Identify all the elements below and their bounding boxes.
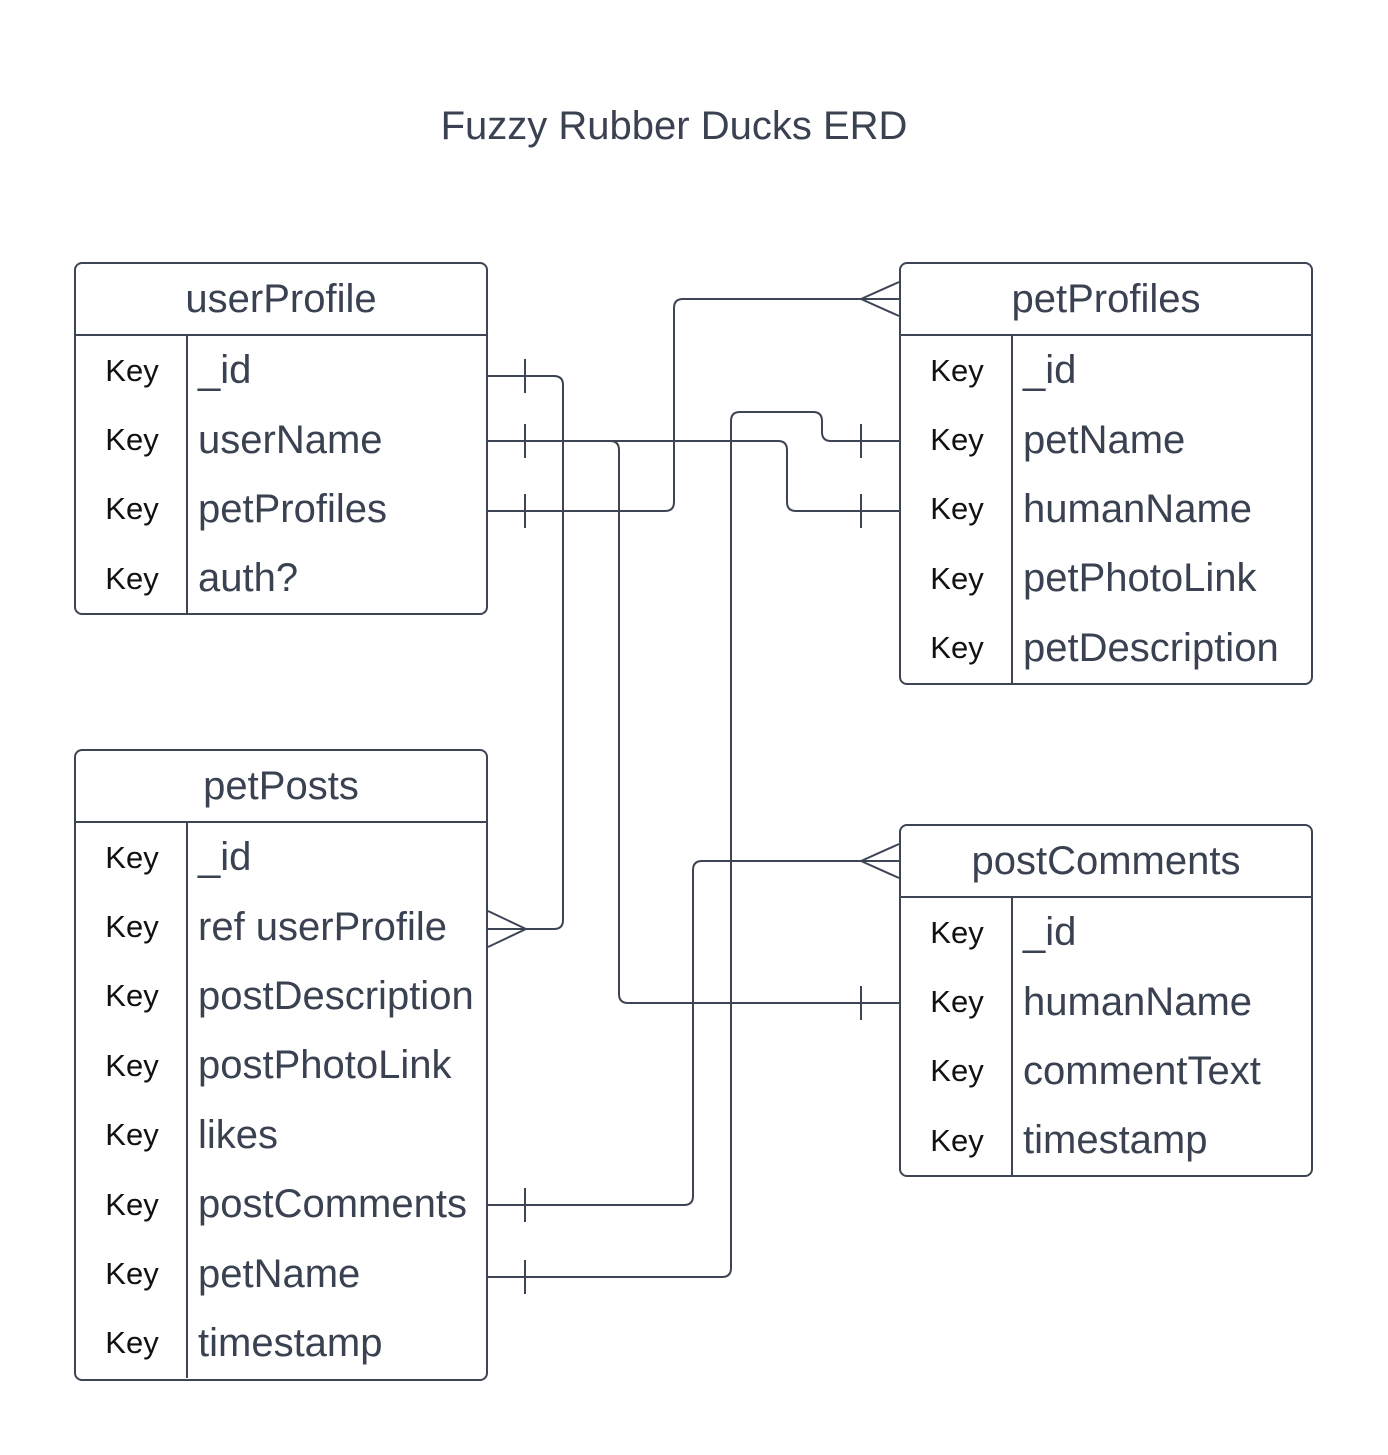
- attribute-row[interactable]: Key _id: [76, 336, 486, 405]
- field-name: petProfiles: [198, 486, 387, 531]
- diagram-title: Fuzzy Rubber Ducks ERD: [440, 104, 908, 148]
- attribute-row[interactable]: Key petName: [76, 1239, 486, 1308]
- attribute-row[interactable]: Key commentText: [901, 1037, 1311, 1106]
- attribute-row[interactable]: Key postPhotoLink: [76, 1031, 486, 1100]
- relationship-username-to-petprofiles-humanname[interactable]: [488, 424, 899, 528]
- attribute-row[interactable]: Key likes: [76, 1101, 486, 1170]
- attribute-row[interactable]: Key humanName: [901, 967, 1311, 1036]
- attribute-row[interactable]: Key postDescription: [76, 962, 486, 1031]
- field-name: postDescription: [198, 973, 474, 1018]
- attribute-row[interactable]: Key petProfiles: [76, 475, 486, 544]
- field-name: commentText: [1023, 1048, 1261, 1093]
- entity-pet-posts[interactable]: petPosts Key _id Key ref userProfile Key…: [74, 749, 488, 1381]
- field-name: humanName: [1023, 979, 1253, 1024]
- key-label: Key: [105, 839, 159, 875]
- key-label: Key: [930, 352, 984, 388]
- attribute-row[interactable]: Key petPhotoLink: [901, 544, 1311, 613]
- field-name: _id: [198, 835, 252, 880]
- key-label: Key: [105, 422, 159, 458]
- key-label: Key: [930, 630, 984, 666]
- relationship-username-to-postcomments-humanname[interactable]: [525, 440, 899, 1020]
- entity-attributes: Key _id Key ref userProfile Key postDesc…: [76, 823, 486, 1379]
- entity-user-profile[interactable]: userProfile Key _id Key userName Key pet…: [74, 262, 488, 615]
- key-label: Key: [105, 560, 159, 596]
- relationship-petposts-petname-to-petprofiles-petname[interactable]: [488, 411, 899, 1294]
- field-name: humanName: [1023, 486, 1253, 531]
- attribute-row[interactable]: Key timestamp: [901, 1106, 1311, 1175]
- field-name: petName: [198, 1251, 361, 1296]
- attribute-row[interactable]: Key petDescription: [901, 614, 1311, 683]
- entity-attributes: Key _id Key humanName Key commentText Ke…: [901, 898, 1311, 1175]
- key-label: Key: [105, 978, 159, 1014]
- key-label: Key: [105, 1325, 159, 1361]
- attribute-row[interactable]: Key auth?: [76, 544, 486, 613]
- attribute-row[interactable]: Key _id: [901, 898, 1311, 967]
- entity-title: postComments: [901, 826, 1311, 898]
- field-name: petDescription: [1023, 625, 1279, 670]
- field-name: ref userProfile: [198, 904, 447, 949]
- relationship-userprofile-id-to-petposts-ref[interactable]: [487, 359, 564, 948]
- attribute-row[interactable]: Key ref userProfile: [76, 892, 486, 961]
- field-name: petName: [1023, 417, 1186, 462]
- key-label: Key: [930, 1122, 984, 1158]
- key-label: Key: [105, 909, 159, 945]
- entity-title: petProfiles: [901, 264, 1311, 336]
- field-name: _id: [198, 348, 252, 393]
- key-label: Key: [930, 914, 984, 950]
- attribute-row[interactable]: Key _id: [76, 823, 486, 892]
- field-name: likes: [198, 1112, 279, 1157]
- field-name: auth?: [198, 556, 299, 601]
- entity-title: petPosts: [76, 751, 486, 823]
- key-label: Key: [105, 491, 159, 527]
- entity-title: userProfile: [76, 264, 486, 336]
- attribute-row[interactable]: Key humanName: [901, 475, 1311, 544]
- key-label: Key: [105, 1186, 159, 1222]
- key-label: Key: [930, 422, 984, 458]
- relationship-petposts-postcomments-to-postcomments[interactable]: [488, 843, 900, 1222]
- field-name: petPhotoLink: [1023, 556, 1257, 601]
- key-label: Key: [930, 560, 984, 596]
- field-name: timestamp: [1023, 1118, 1208, 1163]
- key-label: Key: [105, 1117, 159, 1153]
- entity-post-comments[interactable]: postComments Key _id Key humanName Key c…: [899, 824, 1313, 1177]
- entity-attributes: Key _id Key userName Key petProfiles Key…: [76, 336, 486, 613]
- field-name: timestamp: [198, 1320, 383, 1365]
- entity-attributes: Key _id Key petName Key humanName Key pe…: [901, 336, 1311, 683]
- key-label: Key: [105, 1256, 159, 1292]
- field-name: _id: [1023, 348, 1077, 393]
- entity-pet-profiles[interactable]: petProfiles Key _id Key petName Key huma…: [899, 262, 1313, 685]
- attribute-row[interactable]: Key petName: [901, 405, 1311, 474]
- attribute-row[interactable]: Key timestamp: [76, 1309, 486, 1378]
- key-label: Key: [105, 1047, 159, 1083]
- key-label: Key: [930, 1053, 984, 1089]
- key-label: Key: [930, 984, 984, 1020]
- field-name: _id: [1023, 910, 1077, 955]
- field-name: userName: [198, 417, 383, 462]
- relationship-userprofile-petprofiles-to-petprofiles[interactable]: [488, 281, 900, 528]
- attribute-row[interactable]: Key postComments: [76, 1170, 486, 1239]
- field-name: postPhotoLink: [198, 1043, 452, 1088]
- field-name: postComments: [198, 1182, 467, 1227]
- attribute-row[interactable]: Key _id: [901, 336, 1311, 405]
- key-label: Key: [105, 352, 159, 388]
- attribute-row[interactable]: Key userName: [76, 405, 486, 474]
- key-label: Key: [930, 491, 984, 527]
